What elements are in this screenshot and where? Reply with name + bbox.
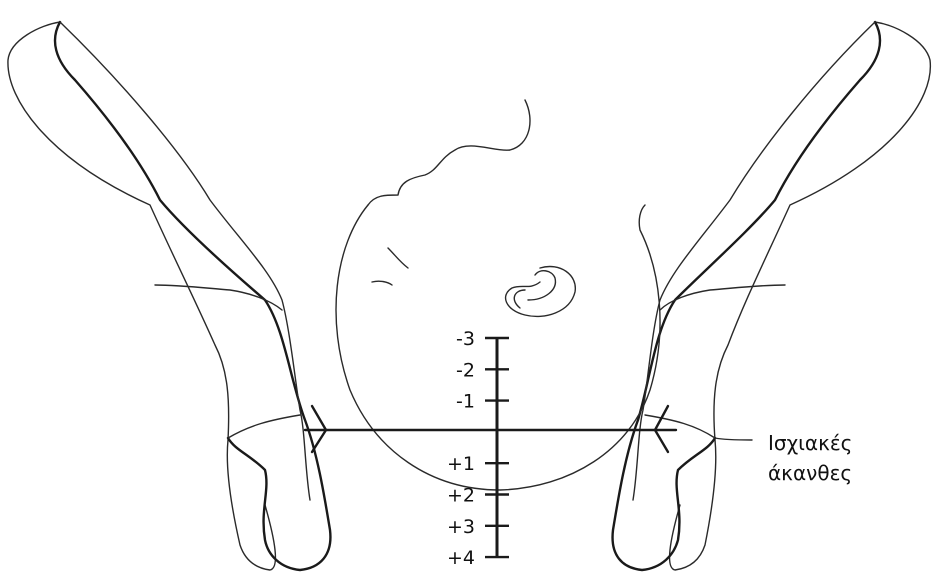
ischial-spine-marker-left-icon: [305, 406, 326, 452]
station-scale: -3 -2 -1 +1 +2 +3 +4: [447, 328, 509, 569]
station-label: -3: [456, 328, 475, 350]
station-label: -2: [456, 359, 475, 381]
ischial-spine-marker-right-icon: [655, 406, 676, 452]
ischial-spine-line: [305, 406, 676, 452]
left-pelvis-icon: [8, 22, 330, 570]
station-label: +3: [447, 516, 475, 538]
station-label: -1: [456, 391, 475, 413]
ischial-spines-label-line1: Ισχιακές: [768, 428, 852, 458]
station-label: +1: [447, 453, 475, 475]
ischial-spines-label-line2: άκανθες: [768, 458, 852, 488]
station-label: +2: [447, 485, 475, 507]
station-label: +4: [447, 547, 475, 569]
ischial-spines-label: Ισχιακές άκανθες: [768, 428, 852, 488]
